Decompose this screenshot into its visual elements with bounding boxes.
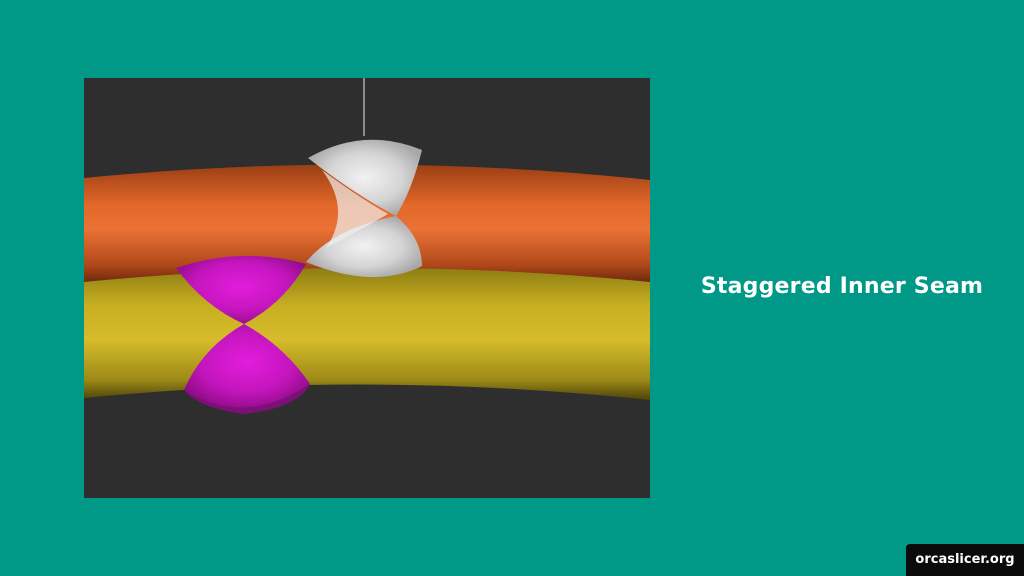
inner-wall-band xyxy=(84,265,650,400)
outer-seam-marker xyxy=(306,139,422,278)
site-badge: orcaslicer.org xyxy=(906,544,1024,576)
inner-seam-marker xyxy=(176,255,310,414)
slide-title: Staggered Inner Seam xyxy=(700,274,984,299)
slicer-preview-svg xyxy=(84,78,650,414)
slicer-preview-image xyxy=(84,78,650,498)
